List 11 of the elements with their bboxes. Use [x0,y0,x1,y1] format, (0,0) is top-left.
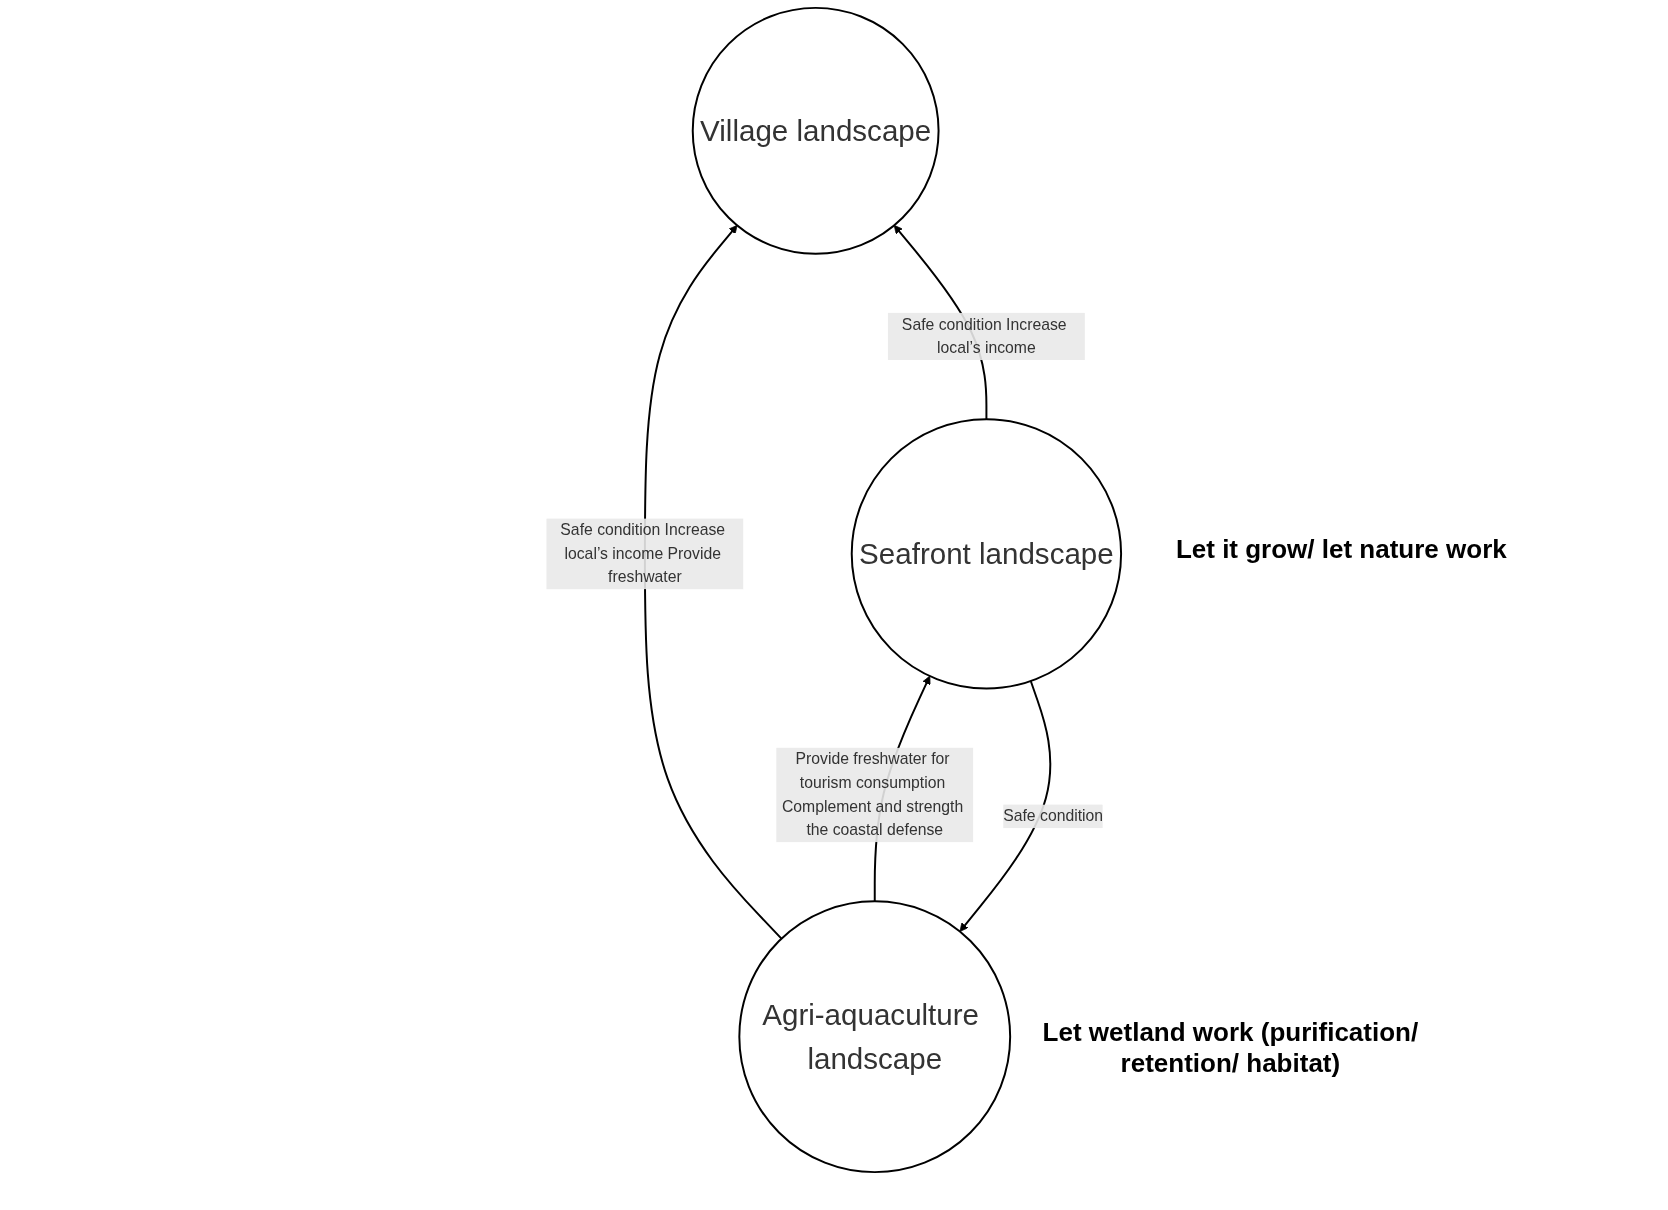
node-circle: Seafront landscape [850,418,1123,690]
arrow [644,225,783,940]
node-caption: Let it grow/ let nature work [1174,533,1508,565]
node-circle: Agri-aquaculture landscape [738,900,1012,1174]
edge-label: Safe condition Increase local’s income Provide freshwater [560,521,726,586]
node-caption: Let wetland work (purification/ retention/ habitat) [1041,1016,1420,1079]
arrow [959,680,1052,932]
edge-label: Safe condition [1003,807,1104,825]
edge-label: Safe condition Increase local’s income [902,315,1067,357]
node-circle: Village landscape [692,6,940,255]
edge-label: Provide freshwater for tourism consumption Complement and strength the coastal defense [782,750,964,839]
